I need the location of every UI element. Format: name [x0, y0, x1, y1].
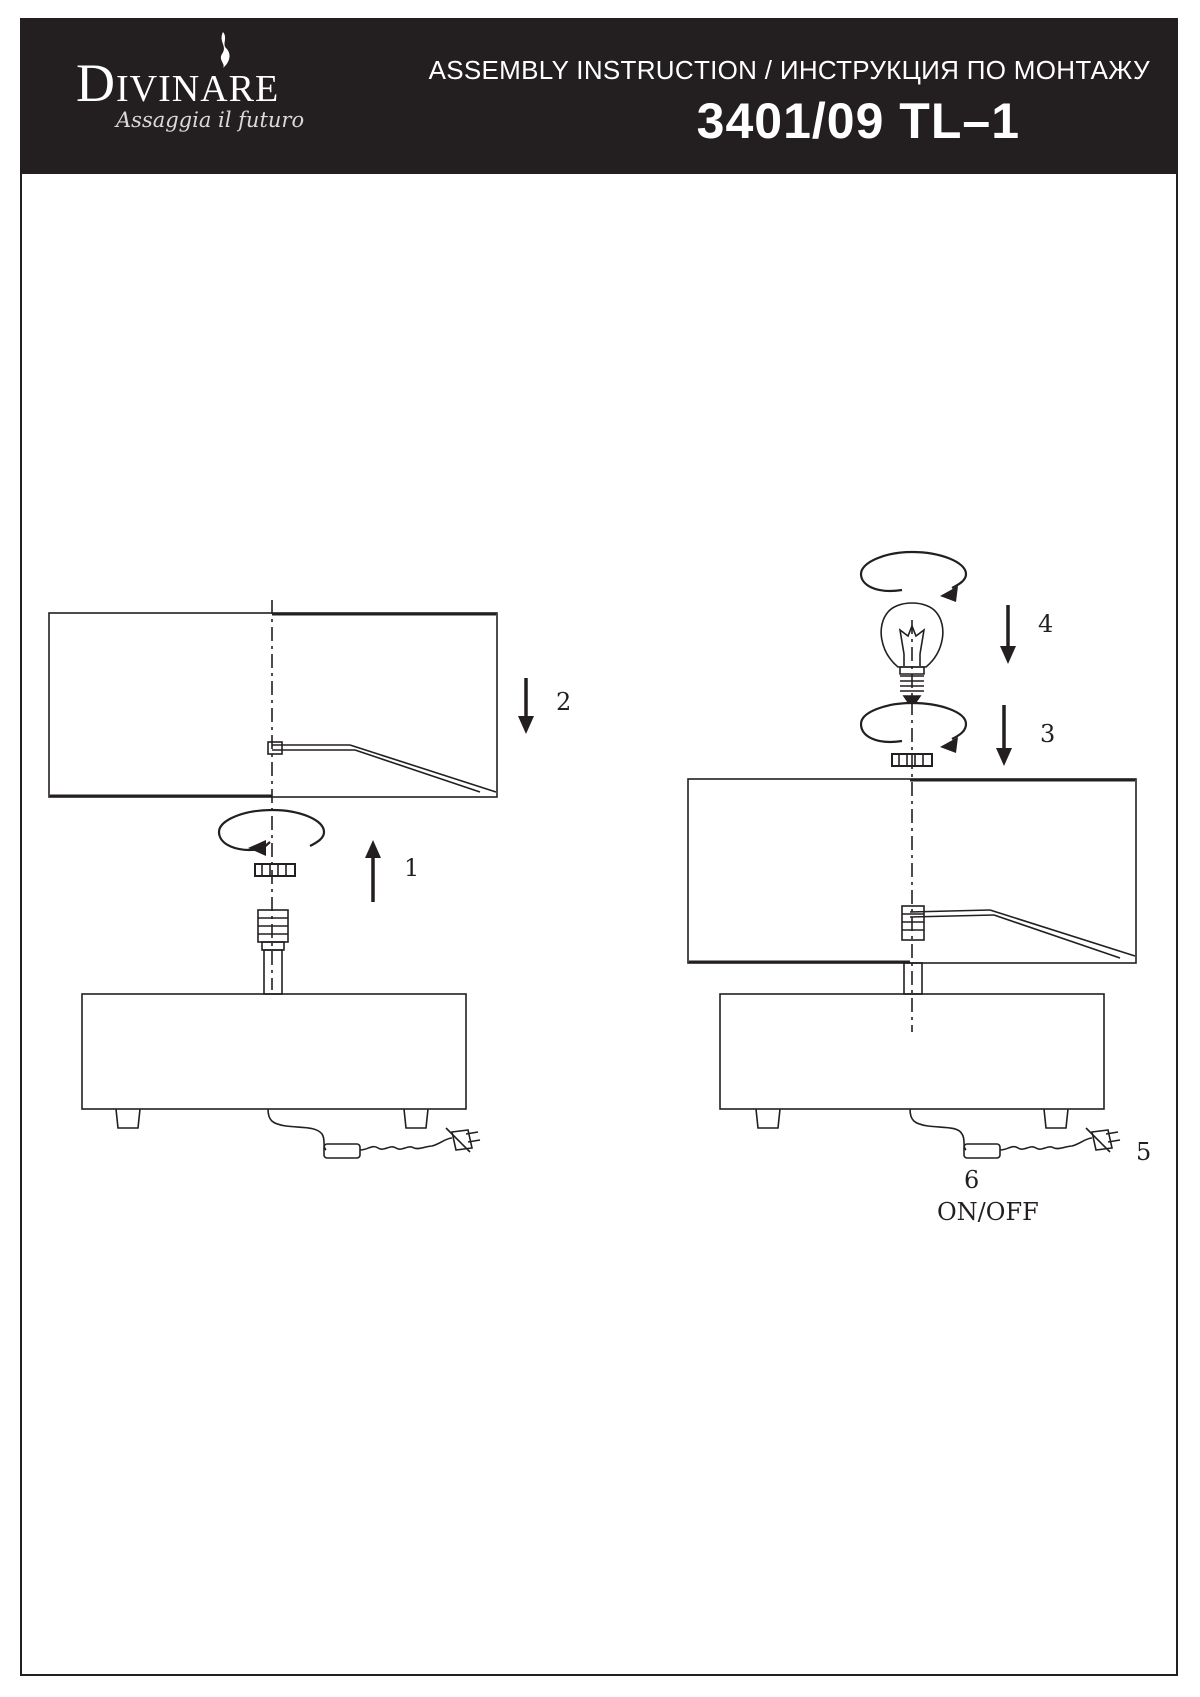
header-bar — [20, 18, 1178, 174]
arrow-down-icon — [518, 678, 534, 734]
step-3-label: 3 — [1040, 720, 1055, 748]
right-power-cord — [909, 1108, 1121, 1159]
left-ring-nut — [254, 863, 296, 877]
left-assembly — [48, 600, 498, 1159]
arrow-down-icon — [996, 705, 1012, 766]
model-number: 3401/09 TL–1 — [696, 93, 1020, 149]
left-socket — [257, 909, 289, 995]
left-lamp-base — [81, 993, 467, 1129]
rotate-arrow-icon — [859, 550, 968, 593]
step-2-label: 2 — [556, 688, 571, 716]
step-6-label: 6 — [964, 1166, 979, 1194]
right-lamp-base — [719, 993, 1105, 1129]
right-ring-nut — [891, 753, 933, 767]
rotate-arrow-icon — [248, 840, 266, 856]
rotate-arrow-icon — [940, 737, 958, 753]
left-power-cord — [267, 1108, 481, 1159]
switch-label: ON/OFF — [937, 1198, 1039, 1226]
step-4-label: 4 — [1038, 610, 1053, 638]
left-lamp-shade — [48, 612, 498, 798]
brand-tagline: Assaggia il futuro — [116, 108, 305, 132]
flame-icon — [220, 32, 230, 68]
brand-logo: Divinare Assaggia il futuro — [58, 30, 418, 150]
document-subtitle: ASSEMBLY INSTRUCTION / ИНСТРУКЦИЯ ПО МОН… — [428, 55, 1150, 85]
arrow-down-icon — [1000, 605, 1016, 664]
step-1-label: 1 — [404, 854, 419, 882]
step-5-label: 5 — [1136, 1138, 1151, 1166]
rotate-arrow-icon — [859, 701, 968, 744]
arrow-up-icon — [365, 840, 381, 902]
brand-name: Divinare — [76, 53, 280, 113]
rotate-arrow-icon — [940, 586, 958, 602]
light-bulb-icon — [880, 602, 944, 703]
right-assembly — [687, 602, 1137, 1159]
right-stem — [903, 962, 923, 995]
